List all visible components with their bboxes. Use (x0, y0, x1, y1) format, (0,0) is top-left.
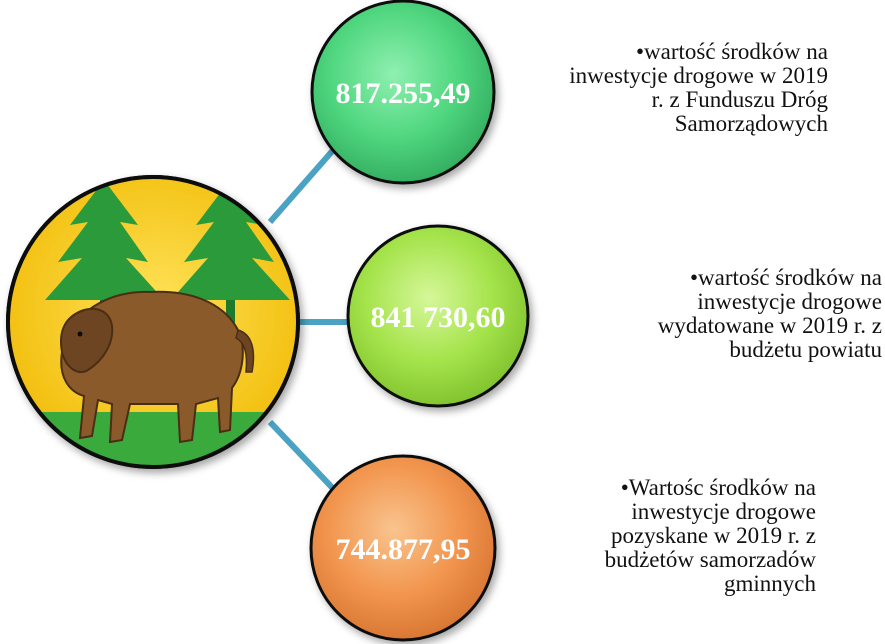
description-line: •wartość środków na (635, 39, 828, 64)
description-line: •Wartośc środków na (620, 475, 816, 500)
description-middle: •wartość środków na inwestycje drogowe w… (658, 266, 882, 362)
left-tree-icon (45, 180, 164, 340)
description-line: gminnych (724, 571, 816, 596)
description-line: wydatowane w 2019 r. z (657, 313, 882, 338)
description-line: inwestycje drogowe (631, 499, 816, 524)
right-tree-icon (171, 180, 290, 340)
value-node-bottom-label: 744.877,95 (336, 533, 471, 566)
description-line: pozyskane w 2019 r. z (610, 523, 816, 548)
description-line: budżetów samorzadów (604, 547, 816, 572)
bison-icon (60, 290, 255, 444)
value-node-middle-label: 841 730,60 (371, 301, 506, 334)
connector-top (267, 138, 345, 224)
county-coat-of-arms-emblem (6, 175, 300, 469)
description-line: r. z Funduszu Dróg (651, 87, 828, 112)
description-bottom: •Wartośc środków na inwestycje drogowe p… (605, 476, 816, 596)
description-top: •wartość środków na inwestycje drogowe w… (569, 40, 828, 136)
description-line: inwestycje drogowe (697, 289, 882, 314)
value-node-bottom: 744.877,95 (309, 454, 497, 642)
description-line: Samorządowych (674, 111, 828, 136)
description-line: budżetu powiatu (729, 337, 882, 362)
description-line: •wartość środków na (689, 265, 882, 290)
value-node-top-label: 817.255,49 (336, 77, 471, 110)
description-line: inwestycje drogowe w 2019 (569, 63, 828, 88)
connector-bottom (267, 419, 345, 501)
value-node-top: 817.255,49 (310, 0, 496, 185)
value-node-middle: 841 730,60 (346, 224, 530, 408)
